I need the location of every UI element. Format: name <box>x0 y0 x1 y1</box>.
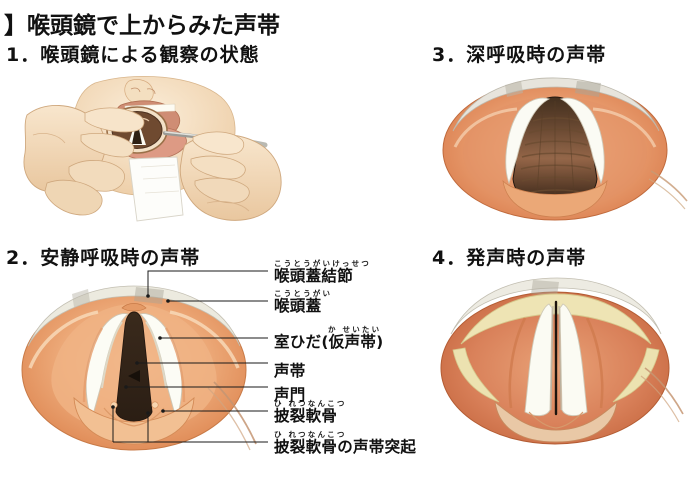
annotation-label-epiglottis: こうとうがい 喉頭蓋 <box>274 290 332 315</box>
annotation-label-group: こうとうがいけっせつ 喉頭蓋結節 こうとうがい 喉頭蓋 か せいたい 室ひだ(仮… <box>268 252 568 467</box>
annotation-label-arytenoid-cartilage: ひ れつなんこつ 披裂軟骨 <box>274 400 347 425</box>
annotation-label-epiglottic-tubercle: こうとうがいけっせつ 喉頭蓋結節 <box>274 260 371 285</box>
annotation-label-glottis: 声門 <box>274 379 306 404</box>
page-title: 】喉頭鏡で上からみた声帯 <box>4 13 280 39</box>
section-heading-3: 3．深呼吸時の声帯 <box>432 44 607 66</box>
annotation-text: 声帯 <box>274 362 306 380</box>
annotation-text: 披裂軟骨 <box>274 407 338 425</box>
annotation-label-vocal-cord: 声帯 <box>274 355 306 380</box>
section-heading-4: 4．発声時の声帯 <box>432 247 587 269</box>
section-heading-2: 2．安静呼吸時の声帯 <box>6 247 201 269</box>
figure-laryngoscopy-procedure <box>23 75 290 225</box>
clinician-right-hand <box>179 131 282 221</box>
annotation-ruby: ひ れつなんこつ <box>274 430 347 439</box>
annotation-text: 喉頭蓋 <box>274 297 322 315</box>
annotation-text: 声門 <box>274 386 306 404</box>
section-heading-1: 1．喉頭鏡による観察の状態 <box>6 44 260 66</box>
figure-vocal-cords-deep-breathing <box>437 75 688 225</box>
annotation-ruby: か せいたい <box>328 325 382 334</box>
figure-vocal-cords-quiet-breathing <box>18 272 257 462</box>
annotation-text: 室ひだ(仮声帯) <box>274 333 384 351</box>
clinician-left-hand <box>23 105 145 216</box>
annotation-ruby: こうとうがい <box>274 289 333 298</box>
annotation-label-vocal-process: ひ れつなんこつ 披裂軟骨の声帯突起 <box>274 431 416 456</box>
annotation-text: 披裂軟骨の声帯突起 <box>274 438 417 456</box>
annotation-ruby: こうとうがいけっせつ <box>274 259 371 268</box>
annotation-ruby: ひ れつなんこつ <box>274 399 347 408</box>
annotation-label-vestibular-fold: か せいたい 室ひだ(仮声帯) <box>274 326 384 351</box>
figure-vocal-cords-phonation <box>437 272 684 452</box>
annotation-text: 喉頭蓋結節 <box>274 267 354 285</box>
